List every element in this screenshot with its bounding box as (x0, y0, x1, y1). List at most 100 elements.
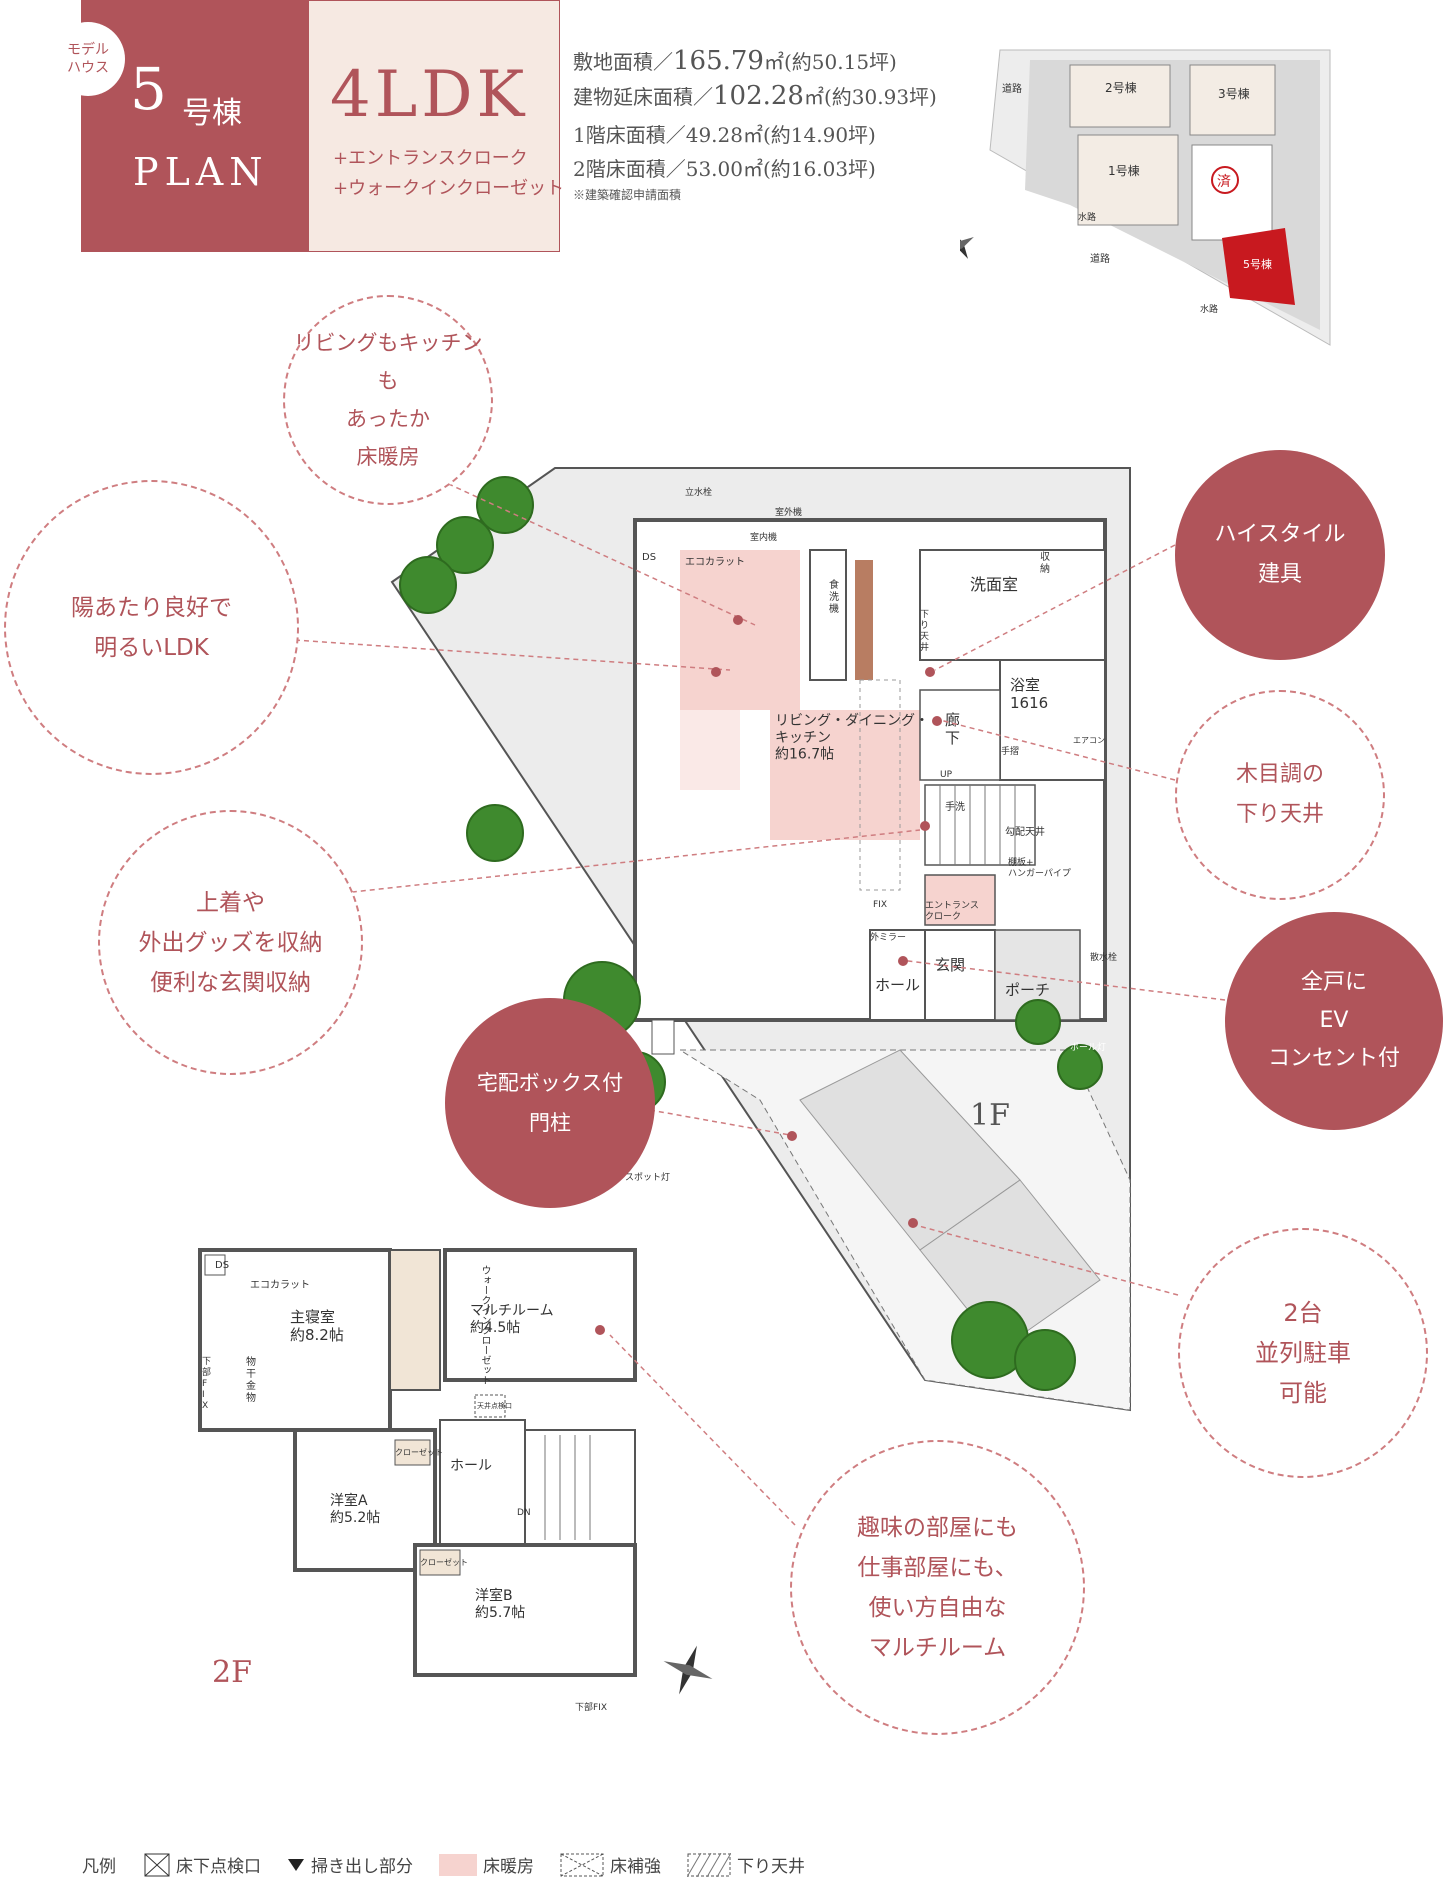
pole-light-label: ポール灯 (1070, 1042, 1106, 1053)
legend-heating: 床暖房 (439, 1852, 534, 1877)
walkin-label: ウォークインクローゼット (479, 1265, 490, 1385)
legend-sweep: 掃き出し部分 (287, 1852, 413, 1877)
bubble-multi-room: 趣味の部屋にも 仕事部屋にも、 使い方自由な マルチルーム (790, 1440, 1085, 1735)
tree-icon (1057, 1044, 1103, 1090)
laundry-label: 物 干 金 物 (246, 1357, 256, 1404)
tree-icon (1015, 999, 1061, 1045)
bubble-mailbox: 宅配ボックス付 門柱 (445, 998, 655, 1208)
attic-label: 天井点検口 (477, 1401, 512, 1410)
handrail-label: 手摺 (1001, 747, 1020, 757)
bubble-entrance-storage: 上着や 外出グッズを収納 便利な玄関収納 (98, 810, 363, 1075)
sold-mark: 済 (1217, 174, 1231, 190)
tree-icon (466, 804, 524, 862)
hall-label: ホール (875, 976, 920, 994)
legend: 凡例 床下点検口 掃き出し部分 床暖房 床補強 下り天井 (82, 1852, 823, 1877)
eco-label-2f: エコカラット (250, 1279, 310, 1291)
multi-room (443, 1248, 637, 1382)
cupboard (855, 560, 873, 680)
master-label: 主寝室約8.2帖 (290, 1308, 344, 1344)
lot-5-highlight (1222, 228, 1295, 305)
lot-3 (1189, 64, 1276, 136)
closet-a (394, 1439, 431, 1466)
site-map: 2号棟 3号棟 1号棟 5号棟 済 道路 道路 水路 水路 (960, 49, 1331, 346)
fix-bottom-label: 下部FIX (575, 1701, 607, 1713)
floor2-area: 2階床面積／53.00㎡(約16.03坪) (573, 157, 876, 181)
closet-a-label: クローゼット (395, 1447, 443, 1457)
legend-reinforce: 床補強 (560, 1852, 661, 1877)
model-house-badge: モデル ハウス (51, 22, 125, 96)
bubble-floor-heating: リビングもキッチンも あったか 床暖房 (283, 295, 493, 505)
spot-light-label: スポット灯 (625, 1172, 670, 1183)
layout-extras: +エントランスクローク +ウォークインクローゼット (333, 148, 565, 199)
lot-1 (1077, 134, 1179, 226)
building-suffix: 号棟 (182, 96, 242, 131)
hall-2f-label: ホール (450, 1458, 492, 1474)
closet-b (419, 1549, 461, 1576)
ds-box (204, 1254, 226, 1276)
entrance-cloak-label: エントランスクローク (925, 900, 979, 922)
compass-icon (663, 1645, 713, 1695)
road-label-1: 道路 (1002, 82, 1022, 95)
floor1-area: 1階床面積／49.28㎡(約14.90坪) (573, 123, 876, 147)
washroom-label: 洗面室 (970, 575, 1018, 594)
corridor (919, 689, 1001, 781)
closet-b-label: クローゼット (420, 1557, 468, 1567)
entrance-label: 玄関 (935, 956, 965, 974)
floor1-label: 1F (970, 1098, 1010, 1133)
master-bedroom (198, 1248, 392, 1432)
storage-label: 収納 (1040, 551, 1050, 575)
shelf-pipe-label: 棚板+ハンガーパイプ (1008, 856, 1071, 879)
lot-2 (1069, 64, 1171, 128)
svg-text:リビング・ダイニング・キッチン約16.7帖: リビング・ダイニング・キッチン約16.7帖 (775, 713, 929, 763)
water-label-2: 水路 (1200, 303, 1218, 315)
layout-type: 4LDK (330, 58, 529, 132)
lot-sold (1191, 144, 1273, 241)
building-number: 5 (130, 55, 167, 123)
gate-pillar (651, 1019, 675, 1055)
tree-icon (1014, 1329, 1076, 1391)
dishwasher-text: 食 洗 機 (829, 580, 839, 615)
legend-drop-ceiling: 下り天井 (687, 1852, 805, 1877)
tree-icon (436, 516, 494, 574)
triangle-down-icon (288, 1858, 304, 1871)
site-area: 敷地面積／165.79㎡(約50.15坪) (573, 46, 897, 76)
plan-label: PLAN (133, 150, 269, 194)
faucet-label: 立水栓 (685, 486, 712, 498)
stairs-2f (524, 1429, 636, 1546)
bubble-sunny-ldk: 陽あたり良好で 明るいLDK (4, 480, 299, 775)
lot-3-label: 3号棟 (1218, 86, 1250, 101)
bubble-parking: 2台 並列駐車 可能 (1178, 1228, 1428, 1478)
porch-label: ポーチ (1005, 981, 1050, 999)
sprinkler-label: 散水栓 (1090, 951, 1117, 963)
ldk-label: リビング・ダイニング・キッチン約16.7帖 (775, 713, 929, 763)
fix-label: FIX (873, 900, 887, 910)
total-floor-area: 建物延床面積／102.28㎡(約30.93坪) (573, 81, 937, 111)
sloped-ceiling-label: 勾配天井 (1005, 825, 1045, 838)
mirror-label: 外ミラー (870, 931, 906, 943)
ds-label: DS (642, 552, 656, 563)
hall-2f (439, 1419, 526, 1551)
drop-ceiling-label: 下 り 天 井 (920, 610, 930, 653)
bubble-ev-outlet: 全戸に EV コンセント付 (1225, 912, 1443, 1130)
lot-1-label: 1号棟 (1108, 163, 1140, 178)
washroom (919, 549, 1106, 661)
bubble-wood-ceiling: 木目調の 下り天井 (1175, 690, 1385, 900)
entrance-cloak (924, 874, 996, 926)
eco-label: エコカラット (685, 556, 745, 568)
area-info: 敷地面積／165.79㎡(約50.15坪) 建物延床面積／102.28㎡(約30… (573, 44, 937, 204)
area-note: ※建築確認申請面積 (573, 188, 682, 202)
drop-ceiling-zone (859, 679, 901, 891)
up-label: UP (940, 770, 953, 780)
indoor-unit-label: 室内機 (750, 531, 777, 543)
site-compass-icon (960, 231, 974, 259)
lot-2-label: 2号棟 (1105, 80, 1137, 95)
bubble-high-style: ハイスタイル 建具 (1175, 450, 1385, 660)
reinforcement-icon (560, 1853, 604, 1876)
legend-title: 凡例 (82, 1857, 116, 1877)
outdoor-unit-label: 室外機 (775, 506, 802, 518)
hatch-icon (687, 1852, 731, 1877)
